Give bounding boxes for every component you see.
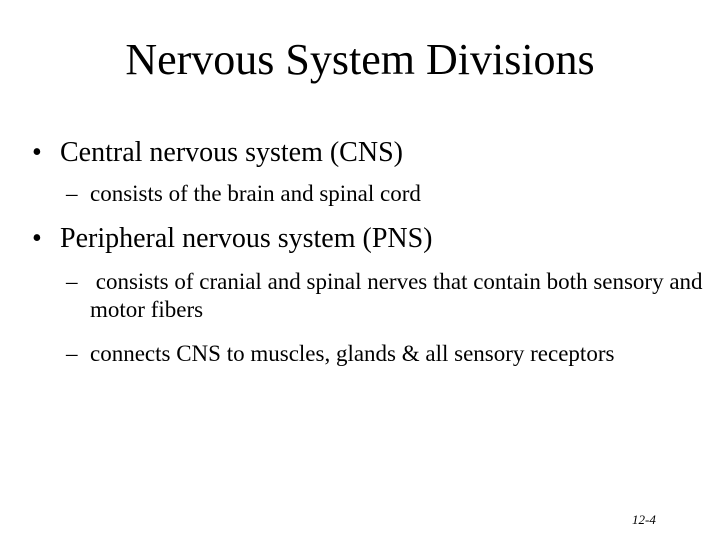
bullet-marker: •	[32, 223, 42, 254]
bullet-pns: • Peripheral nervous system (PNS)	[32, 222, 692, 256]
sub-bullet-marker: –	[66, 181, 78, 206]
bullet-text: Peripheral nervous system (PNS)	[60, 223, 433, 254]
sub-bullet-pns-2: – connects CNS to muscles, glands & all …	[66, 340, 706, 368]
slide-title: Nervous System Divisions	[125, 35, 595, 84]
page-number: 12-4	[632, 512, 656, 527]
sub-bullet-text: connects CNS to muscles, glands & all se…	[90, 341, 615, 366]
sub-bullet-marker: –	[66, 341, 78, 366]
bullet-text: Central nervous system (CNS)	[60, 137, 403, 168]
bullet-cns: • Central nervous system (CNS)	[32, 136, 692, 170]
sub-bullet-pns-1: – consists of cranial and spinal nerves …	[66, 268, 706, 324]
sub-bullet-marker: –	[66, 269, 78, 294]
sub-bullet-text: consists of the brain and spinal cord	[90, 181, 421, 206]
sub-bullet-cns-1: – consists of the brain and spinal cord	[66, 180, 706, 208]
bullet-marker: •	[32, 137, 42, 168]
sub-bullet-text: consists of cranial and spinal nerves th…	[90, 269, 709, 322]
